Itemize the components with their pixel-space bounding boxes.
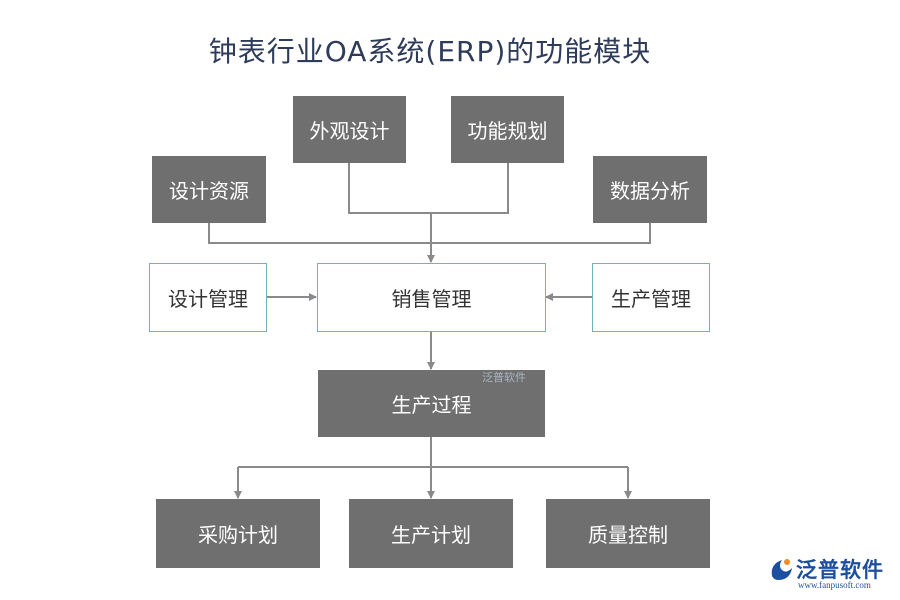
node-procurement-plan: 采购计划 xyxy=(156,499,320,568)
node-design-management: 设计管理 xyxy=(149,263,267,332)
node-production-process: 生产过程 xyxy=(318,370,545,437)
brand-logo: 泛普软件 www.fanpusoft.com xyxy=(768,554,896,594)
logo-url: www.fanpusoft.com xyxy=(798,580,871,590)
node-function-planning: 功能规划 xyxy=(451,96,564,163)
diagram-title: 钟表行业OA系统(ERP)的功能模块 xyxy=(208,35,652,68)
node-data-analysis: 数据分析 xyxy=(593,156,707,223)
node-quality-control: 质量控制 xyxy=(546,499,710,568)
connector-appearance xyxy=(348,163,431,214)
node-sales-management: 销售管理 xyxy=(317,263,546,332)
connector-analysis xyxy=(431,223,651,244)
node-design-resources: 设计资源 xyxy=(152,156,266,223)
node-appearance-design: 外观设计 xyxy=(293,96,406,163)
logo-name: 泛普软件 xyxy=(796,558,884,582)
logo-mark-icon xyxy=(771,559,792,580)
node-production-management: 生产管理 xyxy=(592,263,710,332)
connector-function xyxy=(431,163,509,214)
watermark: 泛普软件 xyxy=(482,371,526,384)
connector-resources xyxy=(208,223,431,244)
node-production-plan: 生产计划 xyxy=(349,499,513,568)
